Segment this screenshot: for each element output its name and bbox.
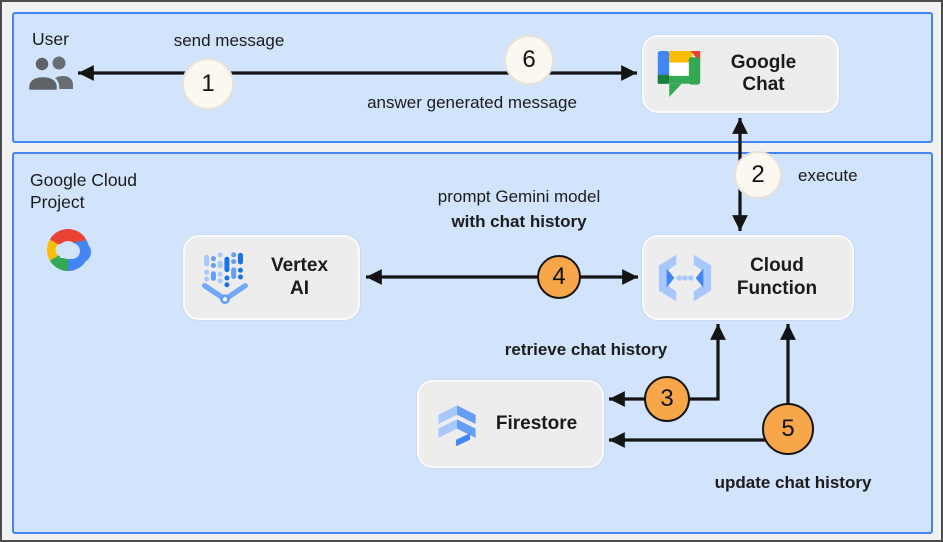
node-firestore: Firestore — [417, 380, 604, 468]
step-6-badge: 6 — [504, 35, 554, 85]
google-chat-label-line1: Google — [730, 51, 797, 73]
cloud-function-label-line2: Function — [736, 277, 818, 299]
google-chat-label: Google Chat — [702, 52, 825, 97]
step-2-badge: 2 — [734, 151, 782, 199]
step-4-badge: 4 — [537, 255, 581, 299]
vertex-ai-label: Vertex AI — [253, 255, 346, 300]
firestore-label: Firestore — [495, 412, 578, 434]
step-5-badge: 5 — [762, 403, 814, 455]
edge-label-send-message: send message — [173, 31, 285, 50]
vertex-ai-icon — [197, 250, 253, 306]
edge-label-answer-generated-message: answer generated message — [367, 93, 577, 112]
node-google-chat: Google Chat — [642, 35, 839, 113]
edge-label-retrieve-chat-history: retrieve chat history — [504, 340, 668, 359]
google-chat-label-line2: Chat — [742, 74, 785, 95]
gcp-zone-label: Google Cloud Project — [30, 169, 137, 213]
cloud-function-label: Cloud Function — [714, 255, 840, 300]
google-chat-icon — [656, 49, 702, 99]
firestore-icon — [431, 395, 483, 453]
cloud-functions-icon — [656, 253, 714, 303]
step-1-badge: 1 — [182, 58, 234, 110]
edge-label-prompt-gemini-line2: with chat history — [451, 212, 587, 231]
vertex-ai-label-line1: Vertex — [270, 255, 329, 277]
edge-label-prompt-gemini-line1: prompt Gemini model — [437, 187, 601, 206]
cloud-function-label-line1: Cloud — [750, 255, 804, 277]
edge-label-update-chat-history: update chat history — [714, 473, 872, 492]
gcp-zone-label-line1: Google Cloud — [30, 170, 138, 190]
node-vertex-ai: Vertex AI — [183, 235, 360, 320]
node-cloud-function: Cloud Function — [642, 235, 854, 320]
gcp-zone-label-line2: Project — [30, 192, 85, 212]
step-3-badge: 3 — [644, 376, 690, 422]
users-icon — [26, 55, 73, 92]
vertex-ai-label-line2: AI — [290, 277, 309, 299]
user-zone-label: User — [32, 29, 69, 49]
google-cloud-icon — [47, 229, 91, 272]
edge-label-execute: execute — [798, 166, 858, 185]
